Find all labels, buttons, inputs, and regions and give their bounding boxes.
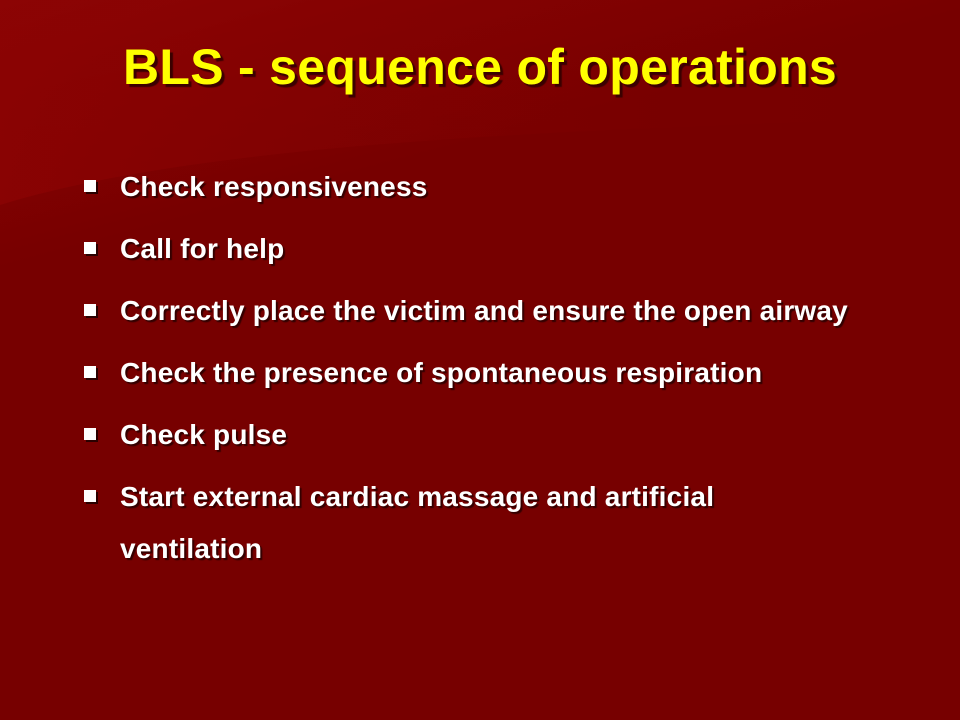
square-bullet-icon [84,428,96,440]
list-item: Check the presence of spontaneous respir… [84,353,954,393]
square-bullet-icon [84,180,96,192]
square-bullet-icon [84,366,96,378]
list-item: Start external cardiac massage and artif… [84,471,840,575]
list-item-text: Check responsiveness [120,171,428,202]
list-item: Call for help [84,229,954,269]
square-bullet-icon [84,304,96,316]
bullet-list: Check responsiveness Call for help Corre… [84,167,954,597]
list-item-text: Check the presence of spontaneous respir… [120,357,763,388]
square-bullet-icon [84,242,96,254]
list-item-text: Start external cardiac massage and artif… [120,481,715,564]
list-item-text: Check pulse [120,419,288,450]
list-item-text: Correctly place the victim and ensure th… [120,295,848,326]
list-item: Check responsiveness [84,167,954,207]
list-item: Check pulse [84,415,954,455]
list-item-text: Call for help [120,233,285,264]
square-bullet-icon [84,490,96,502]
list-item: Correctly place the victim and ensure th… [84,291,954,331]
slide-title: BLS - sequence of operations [122,39,838,95]
